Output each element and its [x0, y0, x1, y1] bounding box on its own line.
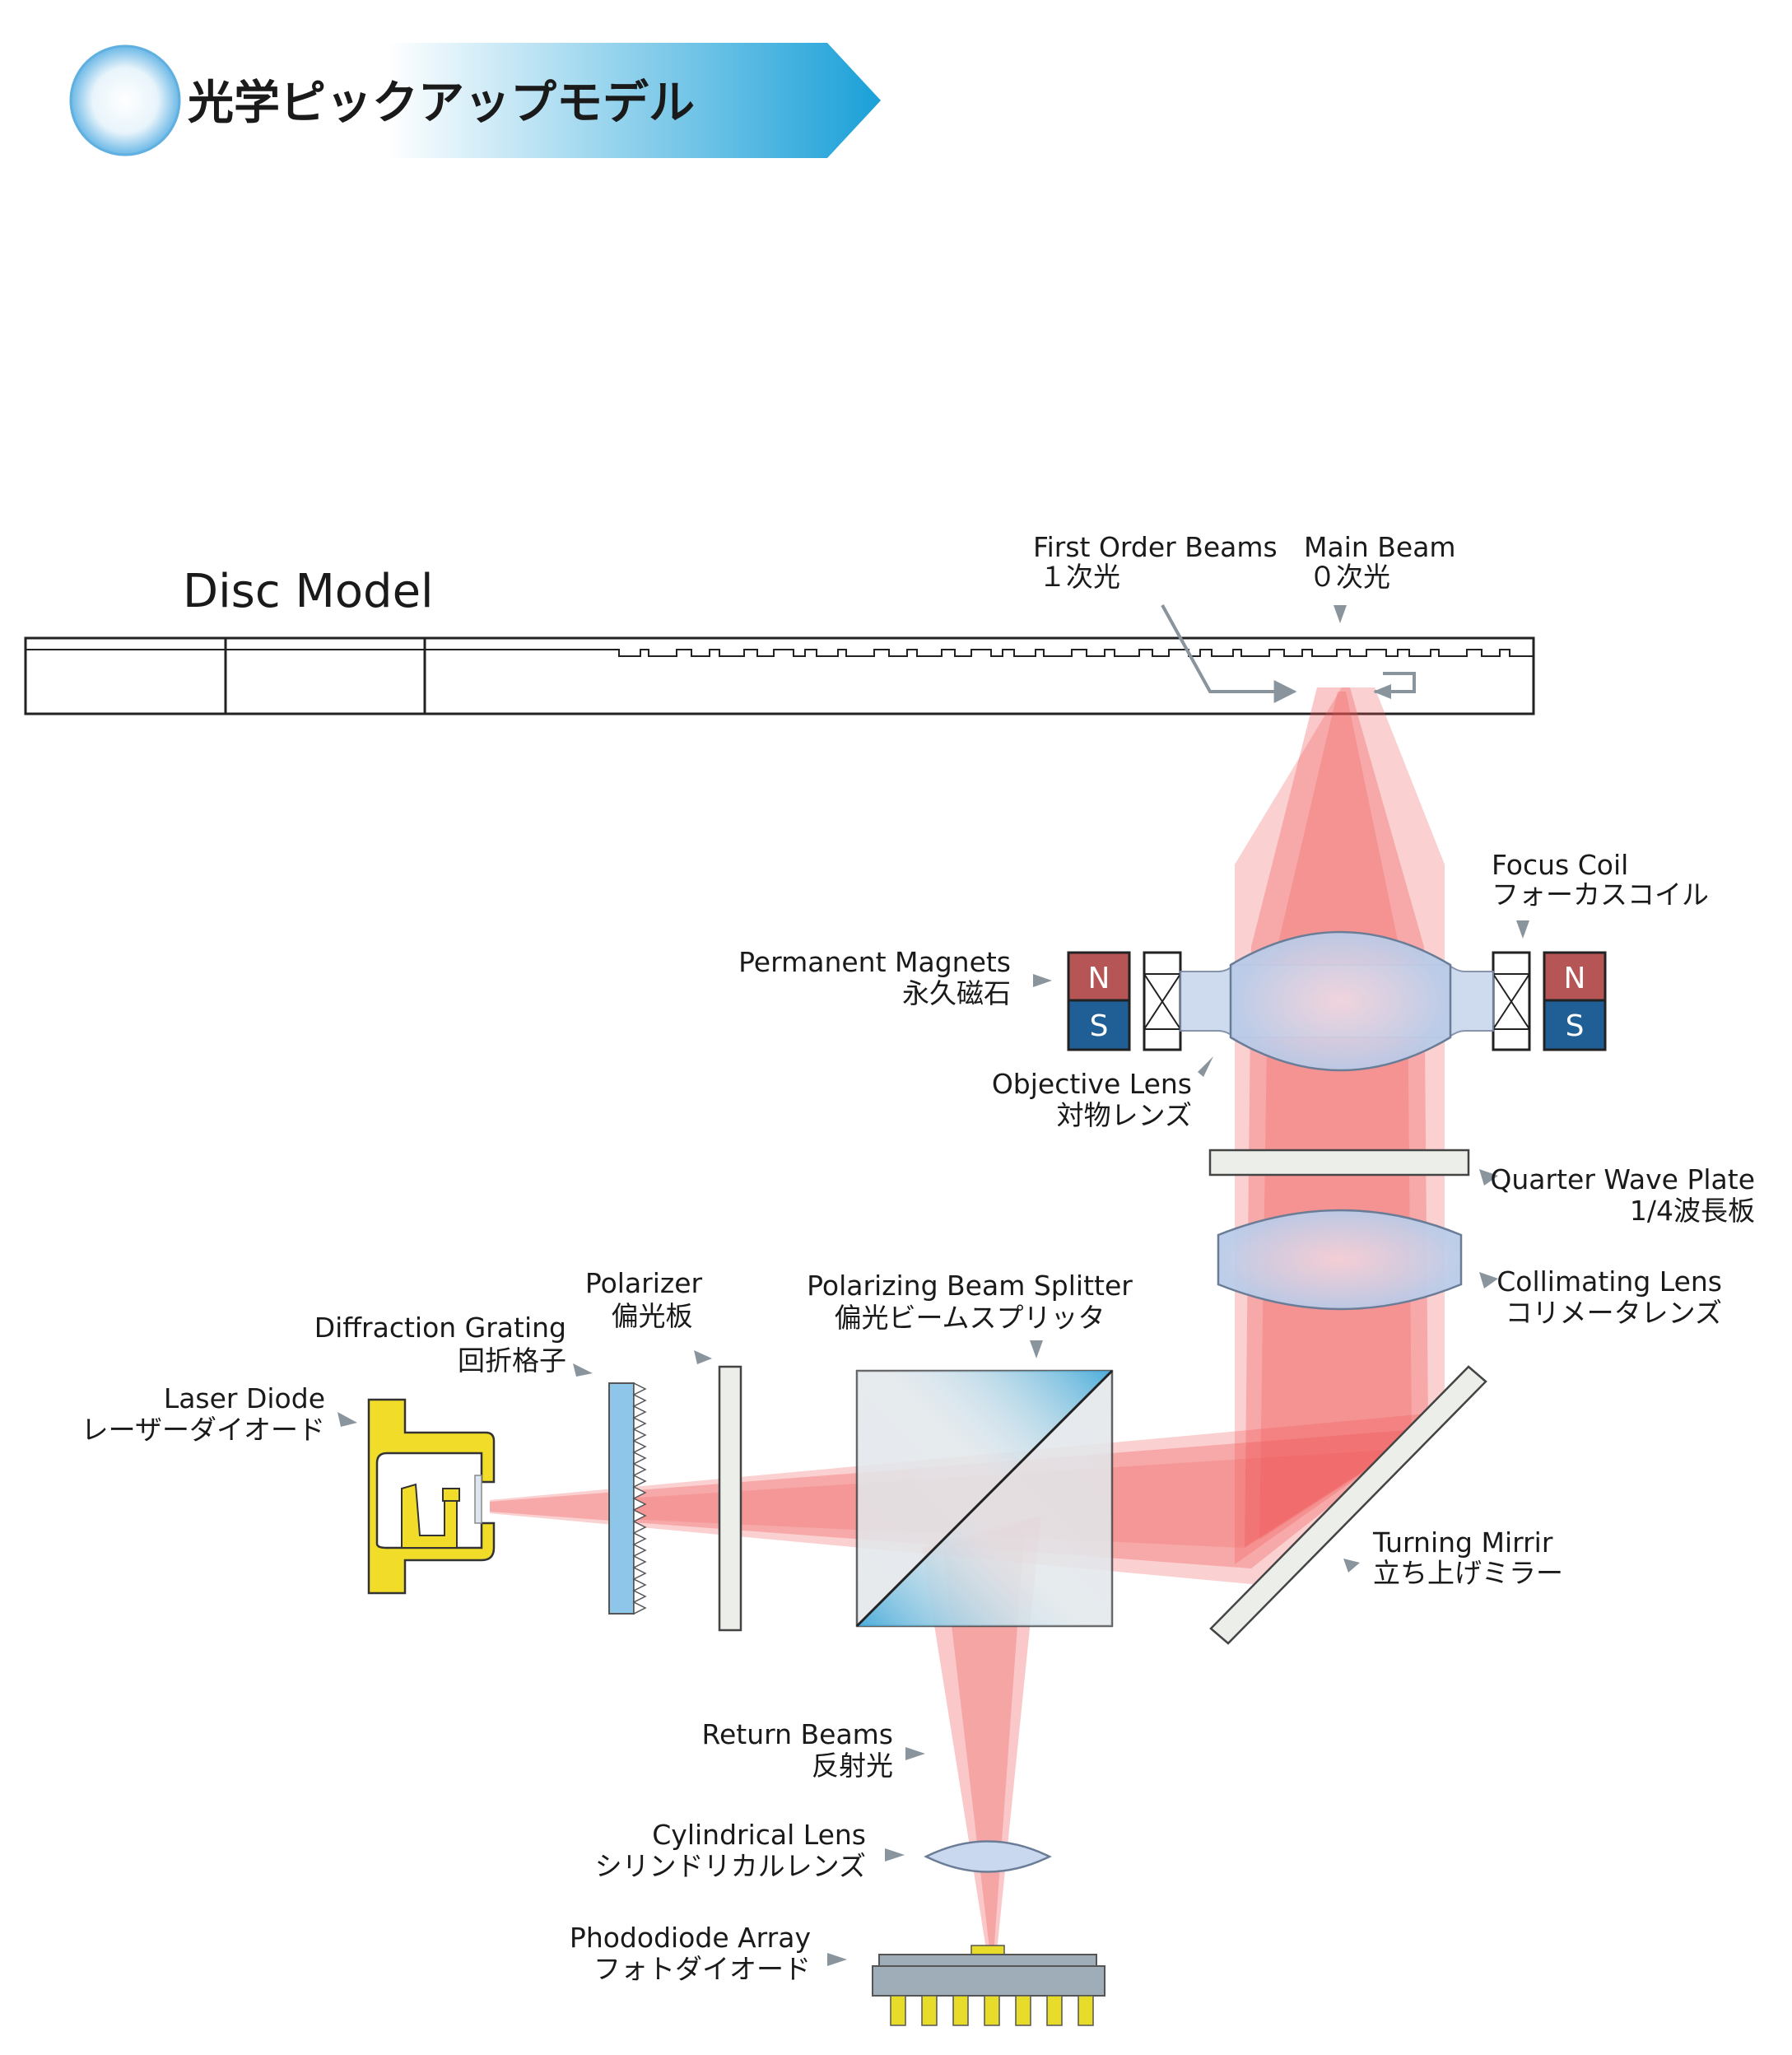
cyl-arrow	[885, 1848, 905, 1862]
main-beam-arrow	[1334, 605, 1347, 623]
disc-model: Disc Model	[24, 565, 1535, 715]
banner-circle-icon	[69, 44, 181, 156]
focus-coil-label-jp: フォーカスコイル	[1492, 878, 1709, 911]
grating-label-en: Diffraction Grating	[314, 1312, 566, 1344]
pd-pin	[984, 1995, 1000, 2026]
left-magnet-n-label: N	[1088, 962, 1110, 995]
grating-body	[608, 1382, 635, 1615]
qwp-label-en: Quarter Wave Plate	[1490, 1163, 1755, 1195]
qwp-label-jp: 1/4波長板	[1630, 1195, 1755, 1227]
focus-coil-arrow	[1516, 920, 1529, 939]
mirror-label-jp: 立ち上げミラー	[1373, 1557, 1563, 1589]
laser-label-jp: レーザーダイオード	[81, 1414, 325, 1446]
return-beam-inner	[943, 1523, 1025, 1955]
first-order-label-en: First Order Beams	[1033, 531, 1278, 563]
laser-window	[474, 1475, 482, 1524]
turning-mirror	[1209, 1365, 1487, 1645]
diffraction-grating	[608, 1382, 647, 1615]
header-banner: 光学ピックアップモデル	[69, 43, 881, 158]
pbs-diagonal	[855, 1369, 1114, 1628]
collimating-arrow	[1479, 1272, 1498, 1288]
disc-annotations: First Order Beams １次光 Main Beam ０次光	[1033, 531, 1456, 703]
pd-pin	[1015, 1995, 1031, 2026]
pbs-arrow	[1030, 1340, 1043, 1358]
collimating-label-jp: コリメータレンズ	[1506, 1297, 1722, 1329]
pd-pin	[952, 1995, 969, 2026]
return-arrow	[905, 1747, 925, 1760]
left-coil-cross	[1143, 973, 1181, 1030]
pd-arrow	[827, 1953, 847, 1966]
page-title: 光学ピックアップモデル	[188, 77, 695, 130]
left-magnet-n	[1067, 951, 1131, 1002]
grating-label-jp: 回折格子	[458, 1344, 566, 1377]
right-coil-cross	[1492, 973, 1530, 1030]
laser-diode	[367, 1398, 496, 1595]
objective-arrow	[1198, 1056, 1213, 1077]
polarizer-arrow	[694, 1350, 712, 1364]
first-order-return-pointer	[1375, 672, 1416, 693]
grating-teeth	[632, 1382, 647, 1615]
beam-vertical-outer	[1235, 687, 1445, 1564]
collimating-lens	[1217, 1209, 1463, 1311]
photodiode-array	[872, 1945, 1105, 2026]
objective-assembly: N S N S	[1067, 930, 1607, 1072]
pd-pin	[890, 1995, 906, 2026]
collimating-label-en: Collimating Lens	[1496, 1265, 1722, 1298]
objective-lens	[1229, 930, 1452, 1072]
objective-label-jp: 対物レンズ	[1057, 1099, 1192, 1131]
beam-vertical-mid	[1245, 687, 1428, 1548]
pd-label-jp: フォトダイオード	[593, 1953, 811, 1985]
polarizer-label-jp: 偏光板	[612, 1300, 693, 1332]
left-magnet-s	[1067, 999, 1131, 1051]
qwp-arrow	[1479, 1169, 1498, 1186]
focus-coil-label-en: Focus Coil	[1492, 849, 1628, 881]
disc-title: Disc Model	[183, 565, 434, 618]
return-label-jp: 反射光	[812, 1750, 893, 1782]
pd-pin	[1078, 1995, 1094, 2026]
right-magnet-s	[1543, 999, 1607, 1051]
component-labels: Focus Coil フォーカスコイル Permanent Magnets 永久…	[81, 849, 1755, 1985]
beam-vertical-inner	[1259, 692, 1412, 1540]
first-order-label-jp: １次光	[1039, 561, 1120, 593]
cylindrical-lens	[924, 1840, 1052, 1873]
pd-top-plate	[878, 1954, 1097, 1967]
polarizer-label-en: Polarizer	[585, 1267, 703, 1299]
main-beam-label-en: Main Beam	[1304, 531, 1456, 563]
disc-pit-track	[607, 649, 1534, 657]
cyl-label-jp: シリンドリカルレンズ	[595, 1850, 866, 1882]
magnets-label-jp: 永久磁石	[902, 977, 1011, 1009]
first-order-return-arrowhead	[1373, 684, 1391, 699]
pd-base	[872, 1965, 1105, 1997]
main-beam-label-jp: ０次光	[1309, 561, 1390, 593]
right-focus-coil	[1492, 951, 1531, 1051]
return-label-en: Return Beams	[702, 1718, 894, 1750]
banner-arrow-shape	[123, 43, 881, 158]
pd-pin	[1046, 1995, 1063, 2026]
first-order-pointer	[1161, 604, 1297, 703]
laser-arrow	[337, 1412, 357, 1427]
pbs-label-en: Polarizing Beam Splitter	[807, 1270, 1133, 1302]
left-magnet-s-label: S	[1090, 1009, 1109, 1043]
polarizing-beam-splitter	[855, 1369, 1114, 1628]
magnets-label-en: Permanent Magnets	[738, 946, 1011, 978]
pd-label-en: Phododiode Array	[570, 1922, 811, 1954]
quarter-wave-plate	[1208, 1149, 1470, 1177]
polarizer-plate	[718, 1365, 742, 1632]
magnets-arrow	[1033, 974, 1052, 987]
pbs-label-jp: 偏光ビームスプリッタ	[834, 1302, 1105, 1334]
right-magnet-n-label: N	[1564, 962, 1586, 995]
laser-label-en: Laser Diode	[164, 1382, 325, 1414]
laser-emitter	[442, 1488, 460, 1502]
mirror-arrow	[1343, 1559, 1360, 1573]
right-magnet-s-label: S	[1566, 1009, 1585, 1043]
mirror-label-en: Turning Mirrir	[1372, 1526, 1553, 1559]
pd-pins	[890, 1995, 1094, 2026]
objective-label-en: Objective Lens	[992, 1068, 1192, 1100]
cyl-label-en: Cylindrical Lens	[652, 1819, 866, 1851]
laser-housing	[367, 1398, 496, 1595]
pd-pin	[921, 1995, 938, 2026]
right-magnet-n	[1543, 951, 1607, 1002]
grating-arrow	[573, 1363, 593, 1377]
